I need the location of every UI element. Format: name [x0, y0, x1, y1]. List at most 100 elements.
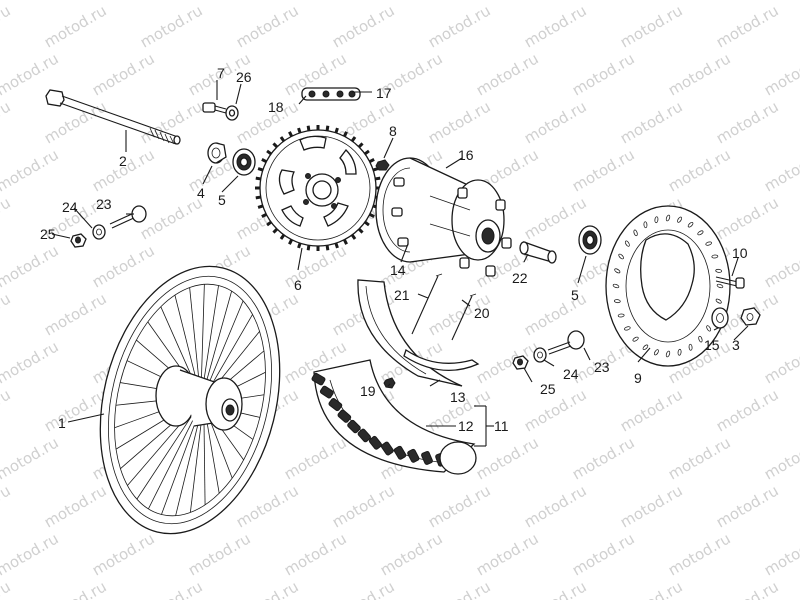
watermark-text: motod.ru — [713, 481, 782, 531]
disc-hole — [698, 335, 703, 343]
disc-hole — [612, 283, 620, 289]
disc-hole — [688, 343, 693, 351]
sprocket-tooth — [255, 195, 261, 200]
disc-hole — [632, 336, 639, 342]
disc-hole — [643, 221, 648, 229]
watermark-text: motod.ru — [329, 481, 398, 531]
adjuster-nut-right — [512, 355, 529, 370]
wheel-spoke — [189, 287, 200, 379]
tread-block — [380, 441, 394, 456]
callout-20: 20 — [474, 305, 490, 321]
wheel-spoke — [208, 416, 233, 479]
tread-block — [421, 450, 433, 465]
sprocket-tooth — [342, 131, 348, 138]
watermark-text: motod.ru — [665, 433, 734, 483]
adjuster-nut-left — [70, 233, 87, 248]
watermark-text: motod.ru — [761, 0, 800, 3]
sprocket-tooth — [297, 242, 302, 249]
watermark-text: motod.ru — [665, 145, 734, 195]
watermark-text: motod.ru — [473, 433, 542, 483]
wheel-spoke — [206, 290, 233, 381]
wheel-spoke — [203, 285, 219, 380]
watermark-text: motod.ru — [761, 241, 800, 291]
wheel-part — [99, 265, 281, 535]
watermark-text: motod.ru — [377, 529, 446, 579]
callout-16: 16 — [458, 147, 474, 163]
callout-21: 21 — [394, 287, 410, 303]
watermark-text: motod.ru — [761, 337, 800, 387]
bearing-part-right — [578, 225, 602, 255]
leader-lines — [51, 80, 749, 447]
sprocket-tooth — [342, 238, 348, 245]
disc-hole — [642, 344, 649, 351]
rim-strip-part — [403, 348, 480, 372]
watermark-text: motod.ru — [0, 433, 62, 483]
callout-23-right: 23 — [594, 359, 610, 375]
watermark-text: motod.ru — [41, 289, 110, 339]
callout-13: 13 — [450, 389, 466, 405]
watermark-text: motod.ru — [473, 529, 542, 579]
sprocket-tooth — [334, 127, 339, 134]
watermark-text: motod.ru — [761, 49, 800, 99]
sprocket-tooth — [288, 131, 294, 138]
watermark-text: motod.ru — [0, 289, 14, 339]
watermark-text: motod.ru — [89, 529, 158, 579]
watermark-text: motod.ru — [185, 529, 254, 579]
watermark-text: motod.ru — [0, 577, 14, 600]
sprocket-tooth — [357, 227, 364, 234]
spacer-tube-part — [519, 241, 557, 264]
chain-link-part — [301, 87, 361, 101]
watermark-text: motod.ru — [233, 1, 302, 51]
disc-bolt-part — [715, 276, 745, 289]
disc-hole — [665, 214, 671, 222]
sprocket-tooth — [297, 127, 302, 134]
watermark-text: motod.ru — [137, 577, 206, 600]
watermark-text: motod.ru — [41, 1, 110, 51]
sprocket-tooth — [368, 158, 375, 164]
sprocket-tooth — [279, 136, 286, 142]
tread-block — [357, 428, 371, 443]
sprocket-bolt-part — [202, 102, 227, 114]
watermark-text: motod.ru — [41, 385, 110, 435]
watermark-text: motod.ru — [329, 1, 398, 51]
watermark-text: motod.ru — [425, 481, 494, 531]
watermark-text: motod.ru — [137, 1, 206, 51]
callout-25-right: 25 — [540, 381, 556, 397]
tread-block — [311, 372, 326, 386]
watermark-text: motod.ru — [761, 145, 800, 195]
callout-26: 26 — [236, 69, 252, 85]
watermark-text: motod.ru — [617, 385, 686, 435]
watermark-text: motod.ru — [329, 577, 398, 600]
sprocket-tooth — [306, 245, 311, 251]
callout-25-left: 25 — [40, 226, 56, 242]
adjuster-washer-right — [533, 347, 547, 363]
watermark-text: motod.ru — [569, 145, 638, 195]
disc-hole — [711, 254, 719, 259]
watermark-text: motod.ru — [473, 49, 542, 99]
tread-block — [393, 445, 407, 460]
sprocket-tooth — [364, 149, 370, 156]
disc-hole — [624, 240, 630, 247]
spoke-part-21 — [411, 273, 443, 335]
callout-2: 2 — [119, 153, 127, 169]
sprocket-tooth — [288, 238, 294, 245]
sprocket-tooth — [261, 212, 268, 218]
disc-hole — [617, 313, 625, 318]
watermark-text: motod.ru — [0, 385, 14, 435]
wheel-spoke — [189, 421, 202, 513]
callout-9: 9 — [634, 370, 642, 386]
watermark-text: motod.ru — [0, 529, 62, 579]
wheel-spoke — [206, 419, 220, 494]
watermark-text: motod.ru — [761, 433, 800, 483]
sprocket-tooth — [257, 167, 264, 172]
callout-5-left: 5 — [218, 192, 226, 208]
watermark-text: motod.ru — [425, 577, 494, 600]
watermark-text: motod.ru — [137, 97, 206, 147]
disc-hole — [654, 216, 659, 224]
sprocket-tooth — [272, 227, 279, 234]
wheel-spoke — [174, 295, 197, 380]
watermark-text: motod.ru — [713, 577, 782, 600]
watermark-text: motod.ru — [521, 1, 590, 51]
callout-labels: 1 2 3 4 5 5 6 7 8 9 10 11 12 13 14 15 16… — [40, 65, 748, 434]
